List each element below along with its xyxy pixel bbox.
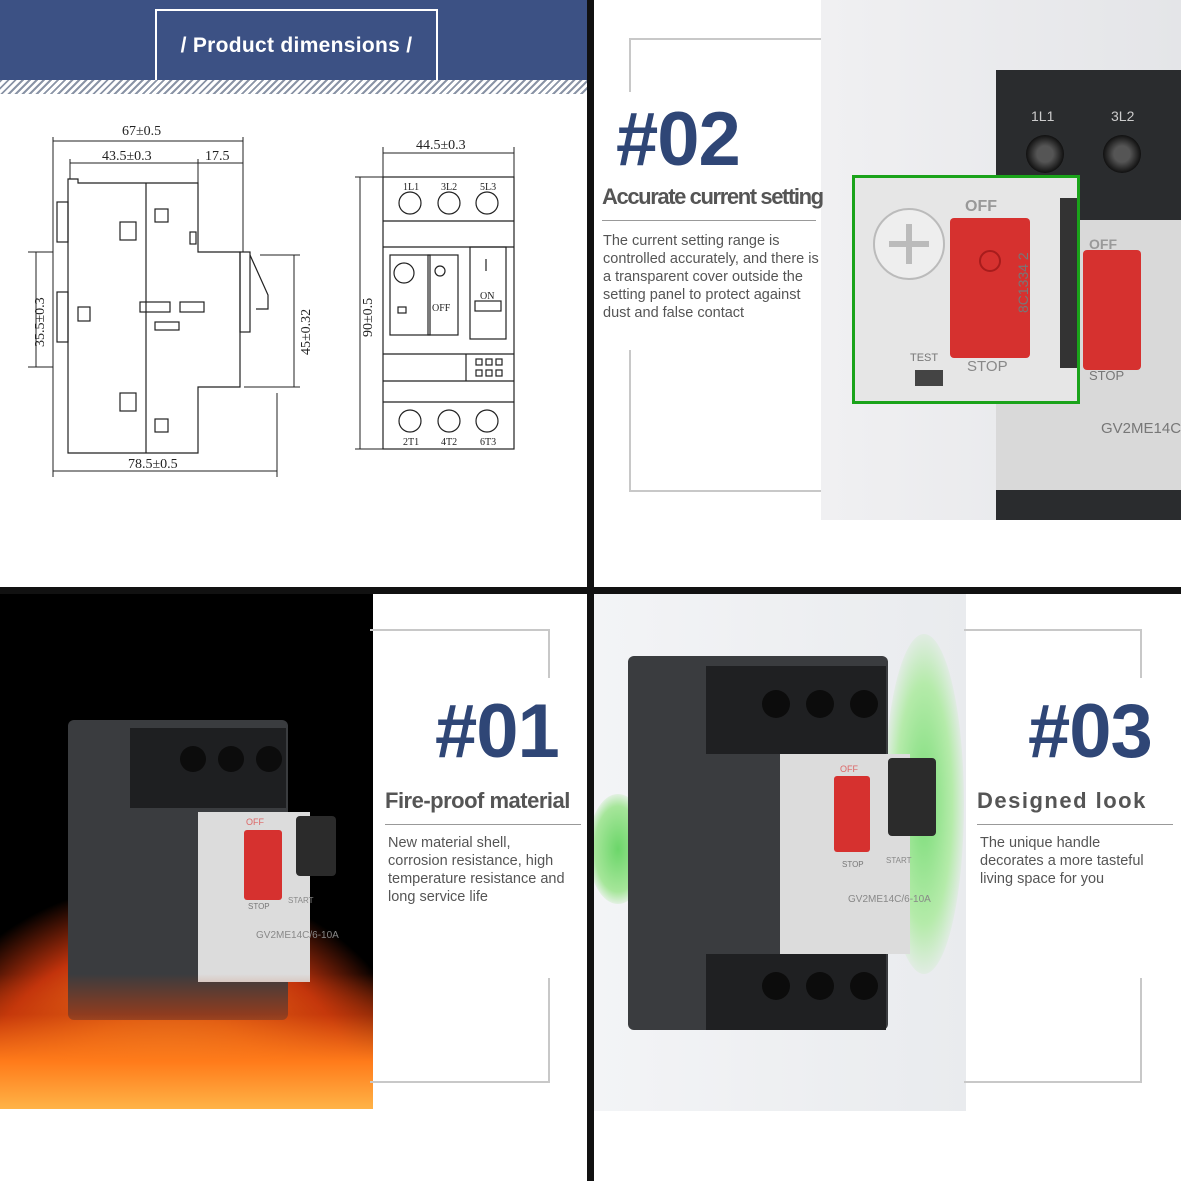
- handle-icon: [296, 816, 336, 876]
- terminal-icon-1: [180, 746, 206, 772]
- photo-stop-label: STOP: [842, 860, 864, 869]
- feature-01-number: #01: [435, 689, 560, 774]
- handle-icon: [888, 758, 936, 836]
- feature-03-photo: OFF STOP START GV2ME14C/6-10A: [594, 594, 966, 1111]
- setting-dial-area: [389, 254, 431, 336]
- bottom-terminal-icon-1: [762, 972, 790, 1000]
- feature-02-title: Accurate current setting: [602, 184, 824, 209]
- dim-35-5: 35.5±0.3: [33, 297, 48, 347]
- photo-terminal-label-2: 3L2: [1111, 108, 1135, 124]
- feature-02-rule: [602, 220, 816, 221]
- feature-01-rule: [385, 824, 581, 825]
- test-switch-icon: [915, 370, 943, 386]
- zoom-inset: OFF STOP TEST 8C1334 2: [852, 175, 1080, 404]
- terminal-icon-1: [762, 690, 790, 718]
- zoom-stop-button-icon: [950, 218, 1030, 358]
- dim-43-5: 43.5±0.3: [102, 149, 152, 164]
- side-latch-top: [119, 221, 137, 241]
- photo-stop-label: STOP: [248, 902, 270, 911]
- zoom-code-label: 8C1334 2: [1015, 252, 1031, 313]
- zoom-stop-indicator-icon: [979, 250, 1001, 272]
- dim-45: 45±0.32: [299, 309, 314, 355]
- handle-profile: [249, 254, 269, 310]
- front-indicator-grid: [475, 358, 503, 377]
- feature-01-panel: OFF STOP START GV2ME14C/6-10A #01 Fire-p…: [0, 594, 587, 1181]
- photo-model-label: GV2ME14C/6-10A: [256, 930, 339, 941]
- dim-67: 67±0.5: [122, 124, 161, 139]
- horizontal-separator: [0, 587, 1181, 594]
- red-button-icon: [244, 830, 282, 900]
- side-view-outline: [67, 178, 241, 454]
- terminal-label-6t3: 6T3: [480, 437, 496, 448]
- flames: [0, 974, 373, 1109]
- dimension-drawing: 67±0.5 43.5±0.3 17.5 78.5±0.5 44.5±0.3 3…: [28, 124, 515, 477]
- dim-78-5: 78.5±0.5: [128, 457, 178, 472]
- photo-off-label: OFF: [840, 764, 858, 774]
- terminal-label-4t2: 4T2: [441, 437, 457, 448]
- zoom-off-label: OFF: [965, 198, 997, 215]
- feature-02-photo: 1L1 3L2 OFF STOP GV2ME14C OFF STOP TEST …: [821, 0, 1181, 520]
- terminal-1l1-icon: [1026, 135, 1064, 173]
- dim-90: 90±0.5: [361, 298, 376, 337]
- hatch-stripe: [0, 80, 587, 94]
- dimensions-title: / Product dimensions /: [155, 9, 438, 80]
- photo-model-label: GV2ME14C/6-10A: [848, 894, 931, 905]
- feature-02-panel: 1L1 3L2 OFF STOP GV2ME14C OFF STOP TEST …: [594, 0, 1181, 587]
- feature-03-description: The unique handle decorates a more taste…: [980, 835, 1144, 887]
- photo-model-label: GV2ME14C: [1101, 420, 1181, 437]
- dim-44-5: 44.5±0.3: [416, 138, 466, 153]
- photo-off-label: OFF: [1089, 236, 1117, 252]
- red-button-icon: [834, 776, 870, 852]
- terminal-icon-3: [850, 690, 878, 718]
- feature-02-number: #02: [616, 97, 741, 182]
- zoom-test-label: TEST: [910, 352, 939, 364]
- zoom-right-dark: [1060, 198, 1077, 368]
- terminal-3l2-icon: [1103, 135, 1141, 173]
- terminal-label-5l3: 5L3: [480, 182, 496, 193]
- terminal-label-2t1: 2T1: [403, 437, 419, 448]
- feature-01-title: Fire-proof material: [385, 788, 570, 813]
- terminal-icon-2: [806, 690, 834, 718]
- stop-button-icon: [1083, 250, 1141, 370]
- terminal-icon-3: [256, 746, 282, 772]
- front-view-outline: [382, 176, 515, 450]
- dimensions-header: / Product dimensions /: [0, 0, 587, 80]
- din-clip-top: [56, 201, 69, 243]
- photo-off-label: OFF: [246, 817, 264, 827]
- feature-02-description: The current setting range is controlled …: [603, 233, 819, 321]
- feature-01-description: New material shell, corrosion resistance…: [388, 835, 565, 905]
- photo-terminal-label-1: 1L1: [1031, 108, 1055, 124]
- zoom-stop-label: STOP: [967, 358, 1008, 375]
- feature-03-rule: [977, 824, 1173, 825]
- dim-17-5: 17.5: [205, 149, 230, 164]
- feature-03-panel: OFF STOP START GV2ME14C/6-10A #03 Design…: [594, 594, 1181, 1181]
- feature-03-number: #03: [1028, 689, 1153, 774]
- dimensions-panel: / Product dimensions /: [0, 0, 587, 587]
- photo-start-label: START: [288, 896, 314, 905]
- photo-start-label: START: [886, 856, 912, 865]
- switch-off-label: OFF: [432, 303, 451, 314]
- terminal-icon-2: [218, 746, 244, 772]
- bottom-terminal-icon-3: [850, 972, 878, 1000]
- feature-03-title: Designed look: [977, 788, 1147, 813]
- terminal-label-3l2: 3L2: [441, 182, 457, 193]
- bottom-terminal-icon-2: [806, 972, 834, 1000]
- photo-stop-label: STOP: [1089, 368, 1125, 383]
- feature-01-photo: OFF STOP START GV2ME14C/6-10A: [0, 594, 373, 1109]
- terminal-label-1l1: 1L1: [403, 182, 419, 193]
- switch-on-label: ON: [480, 291, 494, 302]
